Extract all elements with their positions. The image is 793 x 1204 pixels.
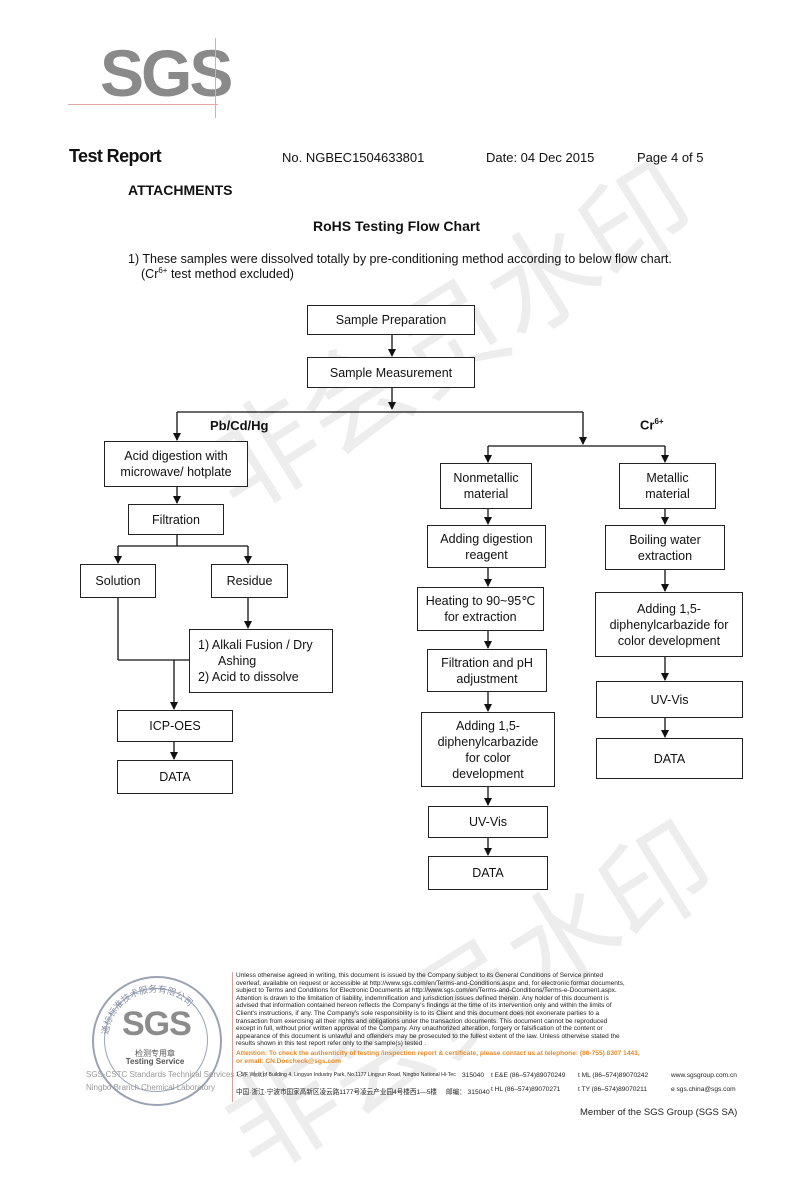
seal-company-2: Ningbo Branch Chemical Laboratory bbox=[86, 1083, 215, 1092]
box-solution: Solution bbox=[80, 564, 156, 598]
zip-cn: 邮编： 315040 bbox=[446, 1089, 490, 1096]
page-number: Page 4 of 5 bbox=[637, 150, 704, 165]
address-en: 1-5/F West of Building 4, Lingyun Indust… bbox=[236, 1072, 456, 1078]
box-uv-vis-middle: UV-Vis bbox=[428, 806, 548, 838]
box-residue: Residue bbox=[211, 564, 288, 598]
box-data-right: DATA bbox=[596, 738, 743, 779]
seal-line-2: Testing Service bbox=[125, 1057, 185, 1066]
intro-line-1: 1) These samples were dissolved totally … bbox=[128, 252, 672, 266]
phone-ty: t TY (86–574)89070211 bbox=[578, 1086, 647, 1093]
seal-company-1: SGS-CSTC Standards Technical Services Co… bbox=[86, 1070, 267, 1079]
box-icp-oes: ICP-OES bbox=[117, 710, 233, 742]
doccheck-email[interactable]: or email: CN.Doccheck@sgs.com bbox=[236, 1058, 342, 1065]
flow-connectors bbox=[114, 335, 669, 856]
testing-seal-inner bbox=[104, 988, 208, 1092]
box-alkali-fusion: 1) Alkali Fusion / Dry Ashing 2) Acid to… bbox=[189, 629, 333, 693]
box-data-left: DATA bbox=[117, 760, 233, 794]
report-date: Date: 04 Dec 2015 bbox=[486, 150, 595, 165]
branch-label-pb-cd-hg: Pb/Cd/Hg bbox=[210, 418, 269, 433]
intro-line-2: (Cr6+ test method excluded) bbox=[141, 266, 294, 282]
logo-rule-vertical bbox=[215, 38, 216, 118]
box-uv-vis-right: UV-Vis bbox=[596, 681, 743, 718]
box-data-middle: DATA bbox=[428, 856, 548, 890]
email[interactable]: e sgs.china@sgs.com bbox=[671, 1086, 736, 1093]
phone-ml: t ML (86–574)89070242 bbox=[578, 1072, 649, 1079]
address-cn: 中国·浙江·宁波市国家高新区凌云路1177号凌云产业园4号楼西1—5楼 bbox=[236, 1089, 438, 1096]
seal-ring-text: 通标标准技术服务有限公司 bbox=[100, 983, 195, 1036]
section-heading: ATTACHMENTS bbox=[128, 182, 233, 198]
logo-rule bbox=[68, 104, 218, 105]
sgs-logo: SGS bbox=[100, 36, 233, 110]
authenticity-notice: Attention: To check the authenticity of … bbox=[236, 1050, 744, 1066]
testing-seal bbox=[92, 976, 222, 1106]
zip-en: 315040 bbox=[462, 1072, 485, 1079]
flow-chart-title: RoHS Testing Flow Chart bbox=[313, 218, 480, 234]
box-sample-measurement: Sample Measurement bbox=[307, 357, 475, 388]
footer-rule bbox=[232, 972, 233, 1102]
seal-line-1: 检测专用章 bbox=[135, 1049, 175, 1058]
phone-hl: t HL (86–574)89070271 bbox=[491, 1086, 561, 1093]
legal-text: Unless otherwise agreed in writing, this… bbox=[236, 972, 625, 1048]
member-line: Member of the SGS Group (SGS SA) bbox=[580, 1107, 738, 1118]
report-title: Test Report bbox=[69, 146, 162, 166]
seal-sgs-logo: SGS bbox=[122, 1005, 192, 1043]
branch-label-cr6: Cr6+ bbox=[640, 417, 664, 433]
box-sample-preparation: Sample Preparation bbox=[307, 305, 475, 335]
box-filtration: Filtration bbox=[128, 504, 224, 535]
report-number: No. NGBEC1504633801 bbox=[282, 150, 425, 165]
phone-ee: t E&E (86–574)89070249 bbox=[491, 1072, 566, 1079]
website[interactable]: www.sgsgroup.com.cn bbox=[671, 1072, 737, 1079]
